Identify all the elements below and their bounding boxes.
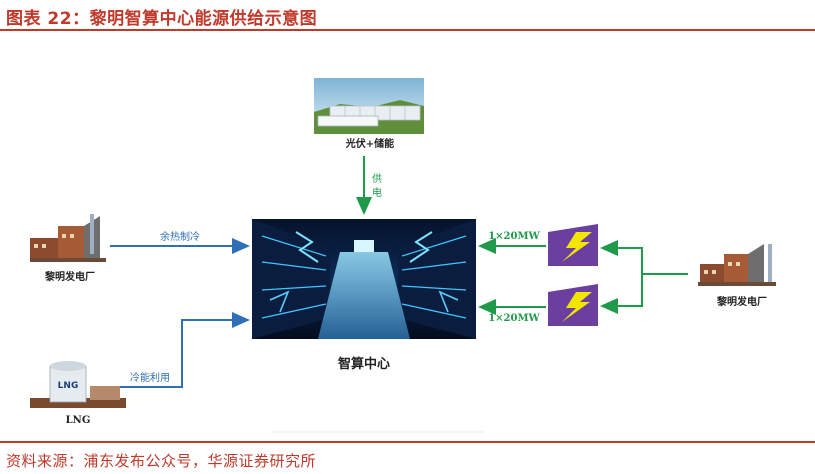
data-center-image xyxy=(252,219,476,339)
left-power-plant-image xyxy=(30,214,106,262)
lng-tank-text: LNG xyxy=(58,381,79,391)
source-note: 资料来源：浦东发布公众号，华源证券研究所 xyxy=(6,452,317,470)
left-plant-label: 黎明发电厂 xyxy=(45,270,95,283)
source-rule xyxy=(0,441,815,443)
compute-center-label: 智算中心 xyxy=(338,356,390,372)
title-rule xyxy=(0,29,815,31)
cold-energy-arrow xyxy=(120,312,250,388)
lng-label: LNG xyxy=(66,415,91,426)
right-power-plant-image xyxy=(698,244,776,286)
solar-storage-label: 光伏+储能 xyxy=(345,137,394,150)
lng-tank-image: LNG xyxy=(30,361,126,408)
right-plant-label: 黎明发电厂 xyxy=(717,295,767,308)
solar-storage-image xyxy=(314,78,424,134)
transformer-bottom-icon xyxy=(548,284,598,326)
feed-arrow-bottom xyxy=(600,273,688,314)
figure-title: 图表 22：黎明智算中心能源供给示意图 xyxy=(6,9,318,29)
supply-label-1: 供 xyxy=(372,172,382,185)
cold-energy-label: 冷能利用 xyxy=(130,371,170,384)
waste-heat-label: 余热制冷 xyxy=(160,230,200,243)
power-bottom-label: 1×20MW xyxy=(488,313,540,324)
power-top-label: 1×20MW xyxy=(488,231,540,242)
transformer-top-icon xyxy=(548,224,598,266)
supply-label-2: 电 xyxy=(372,186,382,199)
feed-arrow-top xyxy=(600,240,688,275)
